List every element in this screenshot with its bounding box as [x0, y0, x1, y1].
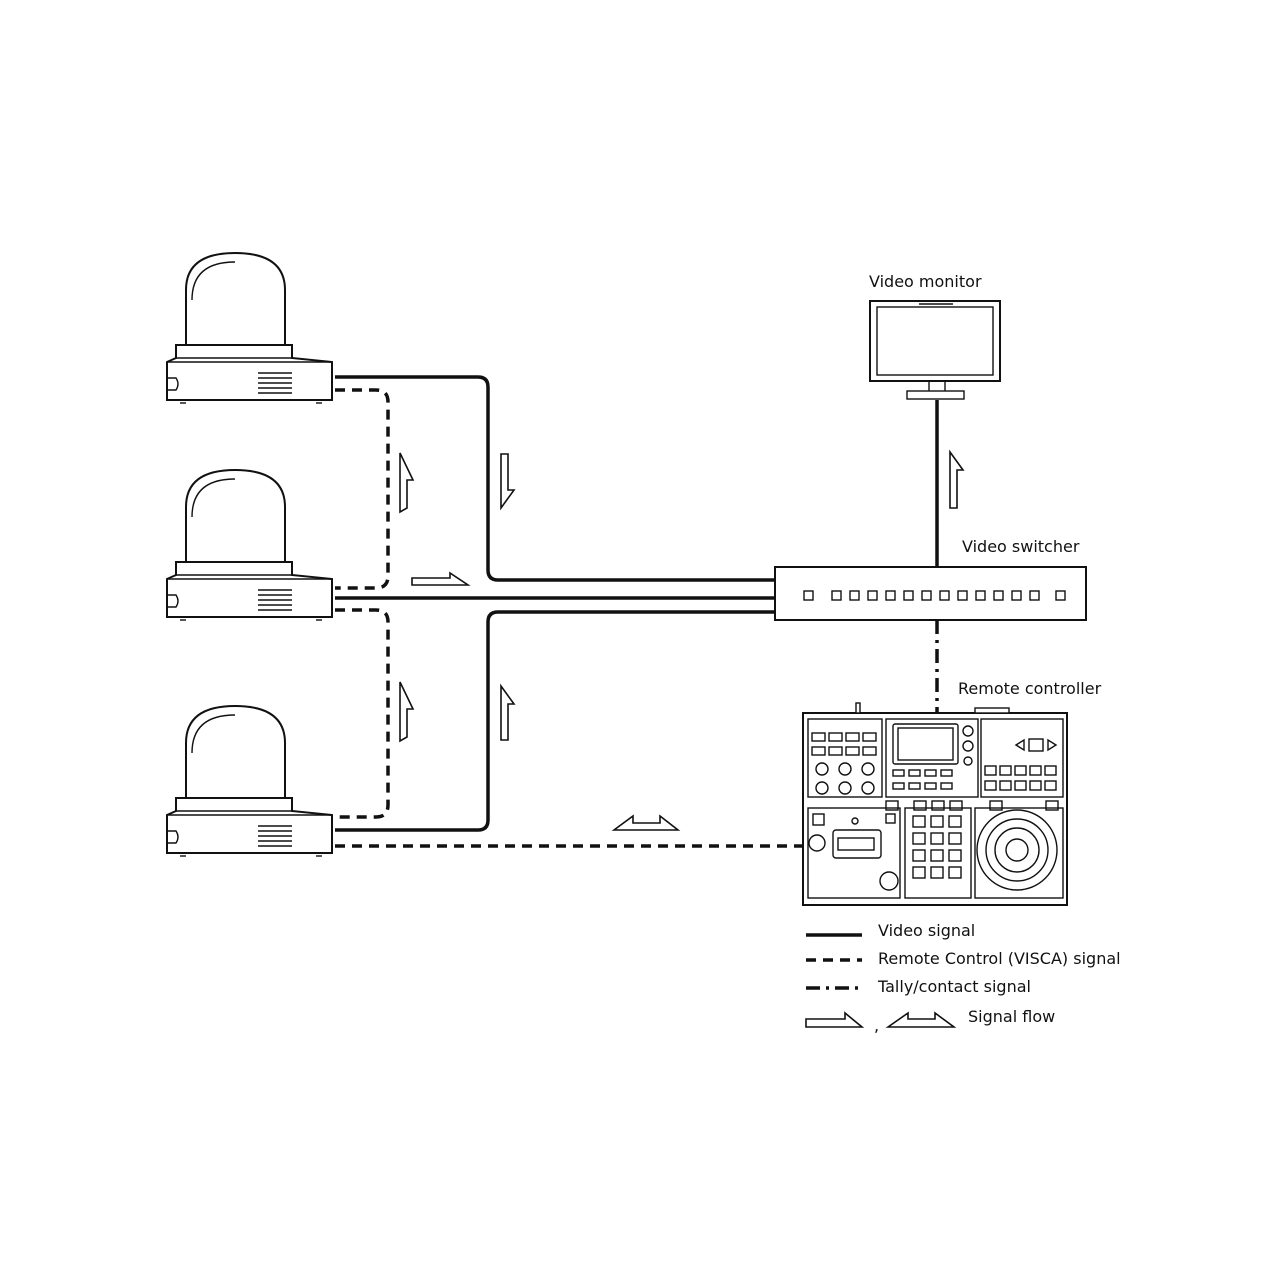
keypad-key	[912, 866, 926, 879]
controller-button	[984, 780, 997, 791]
legend-separator: ,	[874, 1016, 879, 1035]
controller-button	[862, 746, 877, 756]
switcher-port	[885, 590, 896, 601]
controller-button	[924, 769, 937, 777]
controller-buttons-right	[984, 765, 1059, 811]
switcher-port	[921, 590, 932, 601]
controller-button	[949, 800, 963, 811]
controller-button	[931, 800, 945, 811]
switcher-port	[867, 590, 878, 601]
switcher-port	[1055, 590, 1066, 601]
keypad-key	[948, 832, 962, 845]
controller-button	[828, 746, 843, 756]
label-remote-controller: Remote controller	[958, 679, 1102, 698]
controller-button	[885, 800, 899, 811]
camera-3	[166, 705, 333, 857]
flow-arrow-up-monitor	[949, 449, 965, 509]
keypad-key	[948, 815, 962, 828]
legend-label-tally: Tally/contact signal	[877, 977, 1031, 996]
switcher-port	[1011, 590, 1022, 601]
flow-arrow-down	[500, 453, 516, 511]
controller-button	[892, 769, 905, 777]
controller-keypad	[912, 815, 962, 879]
flow-arrow-up-2	[399, 681, 415, 743]
controller-button	[862, 732, 877, 742]
camera-1	[166, 251, 333, 404]
video-monitor	[869, 300, 1001, 400]
controller-button	[940, 769, 953, 777]
controller-buttons-left	[811, 732, 963, 811]
controller-button	[984, 765, 997, 776]
visca-line-camera-1	[335, 388, 390, 590]
switcher-port	[831, 590, 842, 601]
controller-button	[892, 782, 905, 790]
switcher-port	[903, 590, 914, 601]
controller-button	[1029, 765, 1042, 776]
legend: Video signal Remote Control (VISCA) sign…	[805, 921, 1121, 1035]
controller-button	[999, 765, 1012, 776]
controller-button	[924, 782, 937, 790]
keypad-key	[948, 849, 962, 862]
controller-button	[811, 732, 826, 742]
camera-2	[166, 469, 333, 621]
controller-button	[1014, 780, 1027, 791]
switcher-ports	[803, 590, 1066, 601]
controller-button	[1045, 800, 1059, 811]
switcher-port	[939, 590, 950, 601]
controller-button	[845, 732, 860, 742]
keypad-key	[930, 849, 944, 862]
label-video-monitor: Video monitor	[869, 272, 982, 291]
controller-button	[1029, 780, 1042, 791]
legend-label-flow: Signal flow	[968, 1007, 1055, 1026]
controller-button	[940, 782, 953, 790]
keypad-key	[948, 866, 962, 879]
video-line-camera-1	[335, 375, 775, 582]
label-video-switcher: Video switcher	[962, 537, 1080, 556]
controller-button	[1044, 780, 1057, 791]
switcher-port	[803, 590, 814, 601]
remote-controller	[802, 702, 1068, 906]
controller-button	[811, 746, 826, 756]
controller-button	[828, 732, 843, 742]
flow-arrow-right	[411, 571, 471, 586]
video-line-camera-3	[335, 610, 775, 832]
keypad-key	[912, 832, 926, 845]
controller-button	[989, 800, 1003, 811]
controller-joystick	[976, 809, 1058, 891]
controller-button	[1044, 765, 1057, 776]
visca-line-camera-2-3	[335, 608, 390, 819]
controller-button	[908, 782, 921, 790]
switcher-port	[993, 590, 1004, 601]
controller-button	[913, 800, 927, 811]
switcher-port	[975, 590, 986, 601]
controller-button	[908, 769, 921, 777]
flow-arrow-up-1	[399, 452, 415, 514]
keypad-key	[930, 866, 944, 879]
controller-button	[1014, 765, 1027, 776]
switcher-port	[1029, 590, 1040, 601]
video-switcher	[774, 566, 1087, 621]
keypad-key	[930, 815, 944, 828]
controller-button	[845, 746, 860, 756]
keypad-key	[912, 849, 926, 862]
legend-arrow-one-way	[805, 1011, 865, 1028]
flow-arrow-bidirectional	[611, 814, 681, 831]
keypad-key	[930, 832, 944, 845]
legend-label-video: Video signal	[878, 921, 975, 940]
keypad-key	[912, 815, 926, 828]
legend-label-visca: Remote Control (VISCA) signal	[878, 949, 1121, 968]
switcher-port	[957, 590, 968, 601]
legend-arrow-two-way	[885, 1011, 957, 1028]
switcher-port	[849, 590, 860, 601]
flow-arrow-up-3	[500, 683, 516, 741]
controller-button	[999, 780, 1012, 791]
